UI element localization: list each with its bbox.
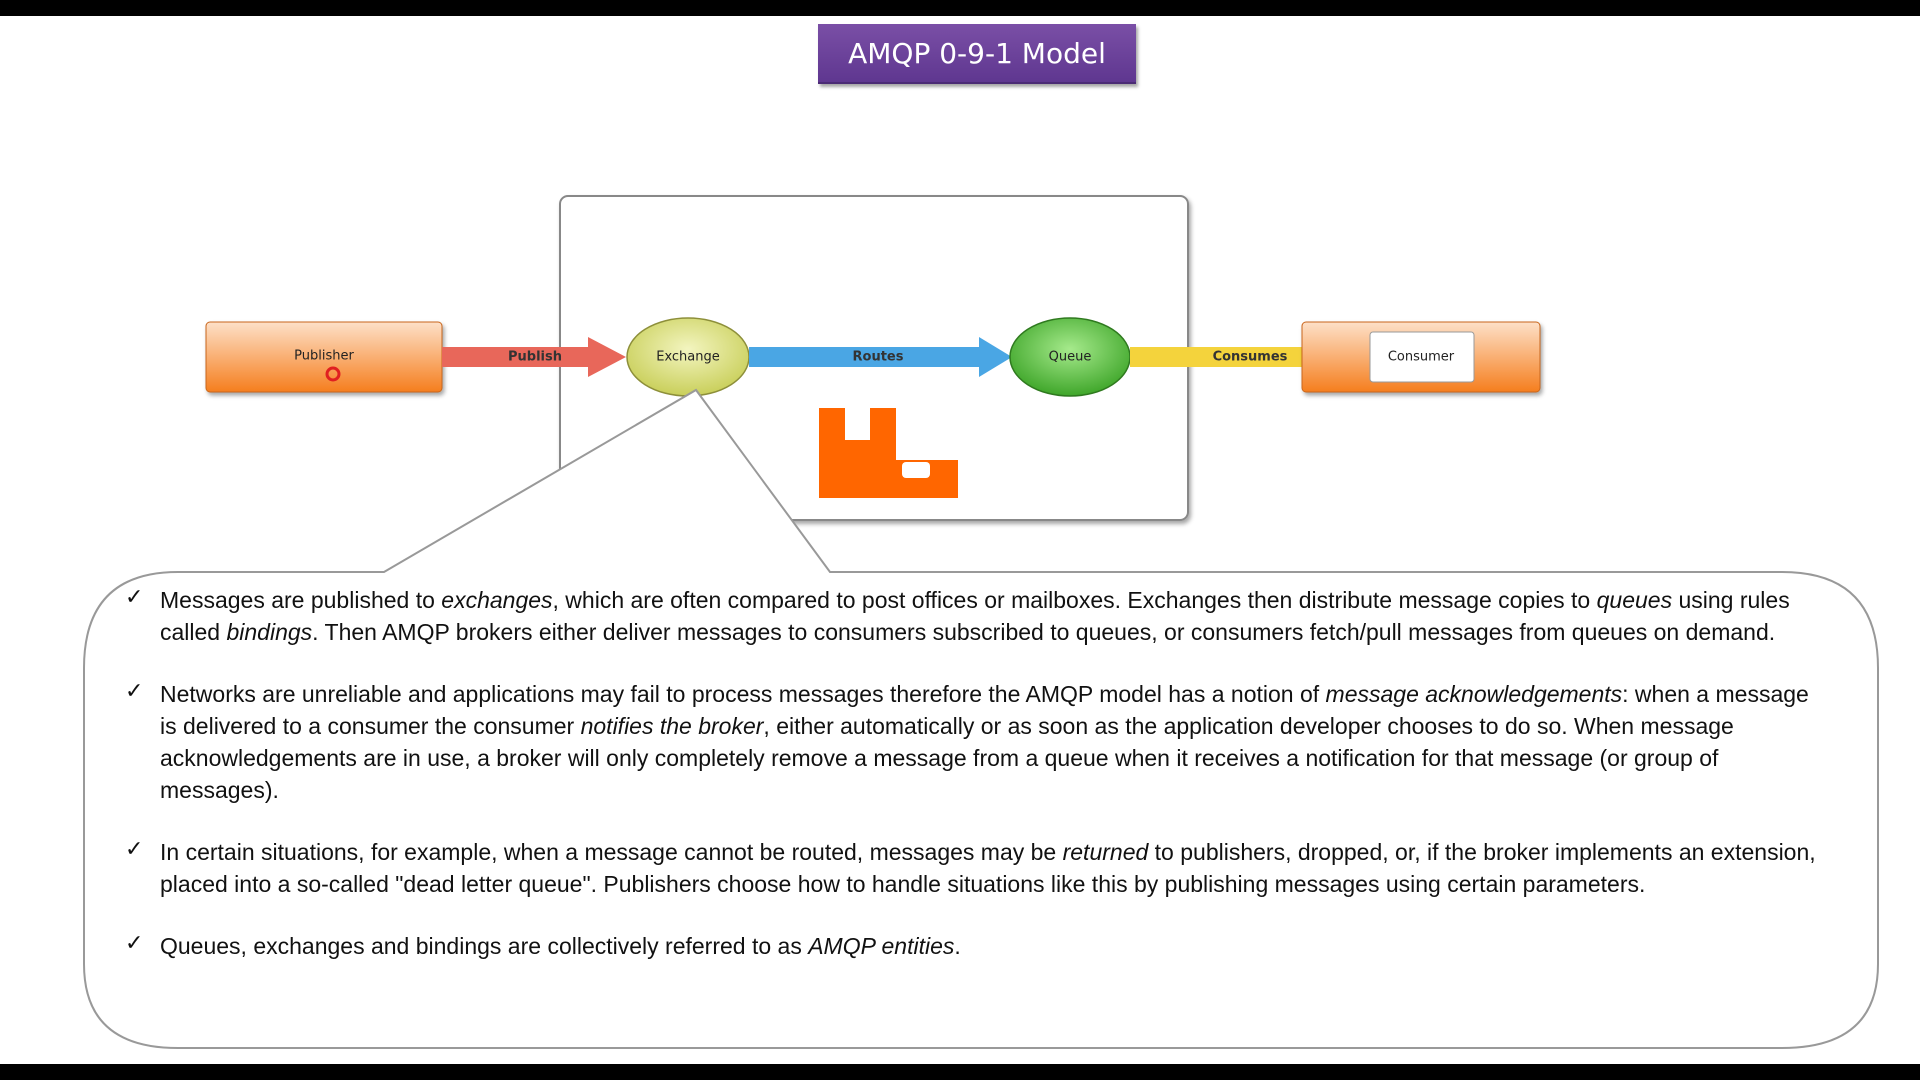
amqp-diagram: Publisher Publish Exchange Routes Queue xyxy=(83,195,1879,1049)
emphasis-term: returned xyxy=(1062,839,1149,865)
record-dot-icon xyxy=(325,366,341,382)
text-run: using rules called xyxy=(160,587,1790,645)
callout-text: ✓ Messages are published to exchanges, wh… xyxy=(120,584,1830,992)
publish-label: Publish xyxy=(508,350,562,365)
text-run: In certain situations, for example, when… xyxy=(160,839,1063,865)
exchange-node: Exchange xyxy=(626,317,750,397)
emphasis-term: bindings xyxy=(226,619,313,645)
text-run: Networks are unreliable and applications… xyxy=(160,681,1326,707)
bullet-text: Messages are published to exchanges, whi… xyxy=(160,587,1790,645)
rabbitmq-logo-icon xyxy=(819,408,958,498)
bullet-item: ✓ Messages are published to exchanges, wh… xyxy=(120,584,1830,648)
consumer-node: Consumer xyxy=(1301,321,1541,393)
routes-label: Routes xyxy=(853,350,904,365)
text-run: Queues, exchanges and bindings are colle… xyxy=(160,933,809,959)
checkmark-icon: ✓ xyxy=(125,679,144,704)
text-run: to publishers, dropped, or, if the broke… xyxy=(160,839,1816,897)
bullet-text: Queues, exchanges and bindings are colle… xyxy=(160,933,961,959)
emphasis-term: queues xyxy=(1596,587,1673,613)
text-run: . xyxy=(954,933,961,959)
text-run: . Then AMQP brokers either deliver messa… xyxy=(312,619,1776,645)
text-run: , which are often compared to post offic… xyxy=(552,587,1597,613)
emphasis-term: exchanges xyxy=(441,587,553,613)
bullet-text: In certain situations, for example, when… xyxy=(160,839,1816,897)
slide: AMQP 0-9-1 Model xyxy=(0,16,1920,1064)
publisher-label: Publisher xyxy=(294,349,354,364)
emphasis-term: notifies the broker xyxy=(580,713,764,739)
bullet-item: ✓ In certain situations, for example, whe… xyxy=(120,836,1830,900)
bullet-item: ✓ Networks are unreliable and application… xyxy=(120,678,1830,806)
emphasis-term: message acknowledgements xyxy=(1325,681,1623,707)
consumes-label: Consumes xyxy=(1213,350,1288,365)
publisher-node: Publisher xyxy=(205,321,443,393)
checkmark-icon: ✓ xyxy=(125,931,144,956)
bullet-text: Networks are unreliable and applications… xyxy=(160,681,1809,803)
text-run: Messages are published to xyxy=(160,587,442,613)
queue-label: Queue xyxy=(1049,350,1092,365)
checkmark-icon: ✓ xyxy=(125,585,144,610)
checkmark-icon: ✓ xyxy=(125,837,144,862)
text-run: , either automatically or as soon as the… xyxy=(160,713,1734,803)
emphasis-term: AMQP entities xyxy=(808,933,955,959)
exchange-label: Exchange xyxy=(656,350,720,365)
slide-title: AMQP 0-9-1 Model xyxy=(818,24,1136,84)
routes-arrow: Routes xyxy=(749,337,1012,377)
callout-bubble xyxy=(83,388,1879,1049)
publish-arrow: Publish xyxy=(442,337,626,377)
bullet-item: ✓ Queues, exchanges and bindings are coll… xyxy=(120,930,1830,962)
consumer-label: Consumer xyxy=(1388,350,1455,365)
text-run: : when a message is delivered to a consu… xyxy=(160,681,1809,739)
queue-node: Queue xyxy=(1009,317,1131,397)
